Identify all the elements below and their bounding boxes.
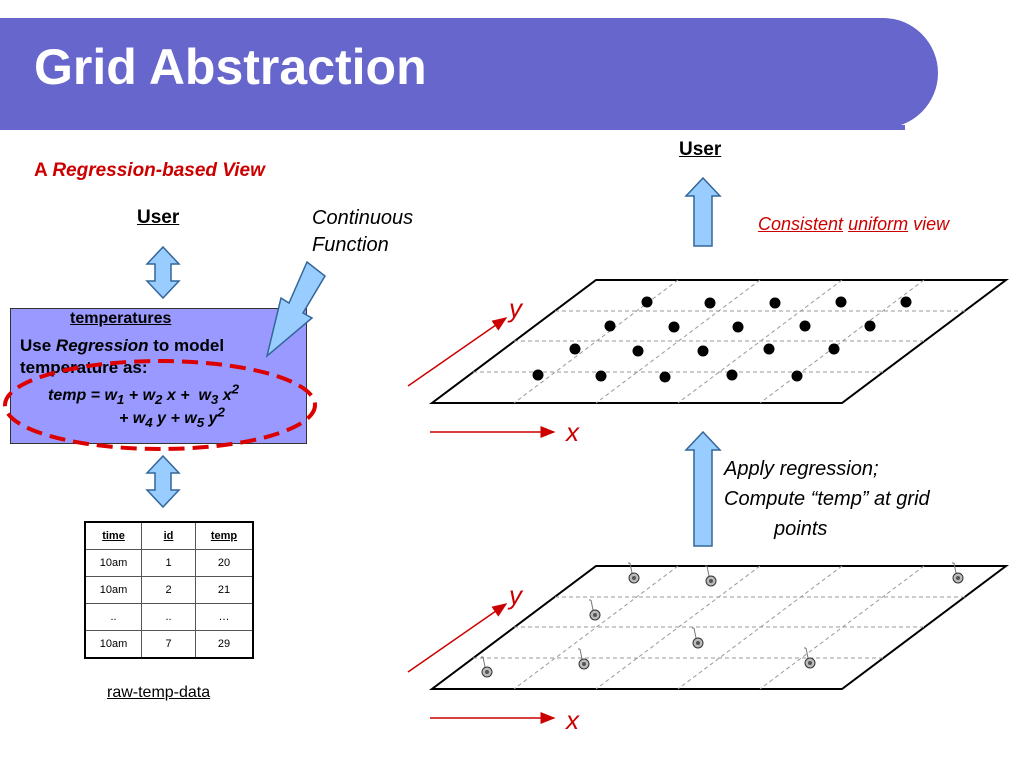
view-heading-prefix: A <box>34 160 48 181</box>
view-heading-emphasis: Regression-based View <box>52 160 265 181</box>
table-caption: raw-temp-data <box>107 684 211 701</box>
right-user-label: User <box>679 139 722 160</box>
table-cell: 1 <box>141 549 196 577</box>
table-cell: 29 <box>195 630 254 659</box>
top-axis-x-label: x <box>566 417 579 447</box>
eq2-rendered: + w4 y + w5 y2 <box>119 405 225 431</box>
consistent-view-label: Consistent uniform view <box>758 214 949 235</box>
view-word-uniform: uniform <box>848 214 909 234</box>
callout-line-1: Continuous <box>312 207 414 229</box>
view-heading: A Regression-based View <box>34 160 265 182</box>
apply-line-3: points <box>774 518 828 540</box>
up-arrow-apply-regression <box>684 430 722 547</box>
table-cell: 10am <box>84 549 142 577</box>
sensor-plane <box>429 562 1009 690</box>
title-bar <box>0 18 938 128</box>
box-title: temperatures <box>70 310 172 327</box>
left-user-label: User <box>137 207 180 228</box>
table-cell: 10am <box>84 576 142 604</box>
apply-line-2: Compute “temp” at grid <box>724 488 930 510</box>
equation-line-2: + w4 y + w5 y2 <box>119 405 225 431</box>
table-cell: 21 <box>195 576 254 604</box>
box-line-1-b: to model <box>153 336 225 355</box>
top-y-axis-arrow <box>407 317 508 387</box>
double-arrow-user-box <box>145 245 181 300</box>
box-line-1-a: Use <box>20 336 52 355</box>
callout-line-2: Function <box>312 234 389 256</box>
continuous-function-callout: Continuous Function <box>312 205 413 259</box>
table-row: 10am 7 29 <box>84 630 254 659</box>
table-cell: 2 <box>141 576 196 604</box>
bottom-y-axis-arrow <box>407 603 508 673</box>
callout-arrow <box>265 260 326 359</box>
grid-point-dots <box>532 296 912 383</box>
apply-regression-note: Apply regression; Compute “temp” at grid… <box>724 454 930 544</box>
table-cell: .. <box>84 603 142 631</box>
up-arrow-to-user <box>684 176 722 247</box>
top-axis-y-label: y <box>509 293 522 323</box>
view-word-view: view <box>913 214 950 234</box>
header-temp: temp <box>195 521 254 550</box>
regression-model-box: temperatures Use Regression to model tem… <box>10 308 307 444</box>
table-cell: … <box>195 603 254 631</box>
box-line-1: Use Regression to model <box>20 336 224 356</box>
page-title: Grid Abstraction <box>34 39 427 95</box>
uniform-grid-plane <box>429 279 1009 404</box>
apply-line-1: Apply regression; <box>724 458 879 480</box>
table-row: 10am 2 21 <box>84 576 254 604</box>
box-line-1-emphasis: Regression <box>55 336 149 355</box>
equation-line-1: temp = w1 + w2 x + w3 x2 <box>48 382 239 408</box>
eq1-rendered: temp = w1 + w2 x + w3 x2 <box>48 382 240 408</box>
table-cell: .. <box>141 603 196 631</box>
raw-temp-table: time id temp 10am 1 20 10am 2 21 .. .. …… <box>84 521 254 659</box>
bottom-axis-y-label: y <box>509 580 522 610</box>
view-word-consistent: Consistent <box>758 214 844 234</box>
table-row: .. .. … <box>84 603 254 631</box>
table-cell: 7 <box>141 630 196 659</box>
title-underline <box>0 125 905 130</box>
equation-highlight-ellipse <box>3 359 317 451</box>
bottom-axis-x-label: x <box>566 705 579 735</box>
double-arrow-box-table <box>145 454 181 509</box>
